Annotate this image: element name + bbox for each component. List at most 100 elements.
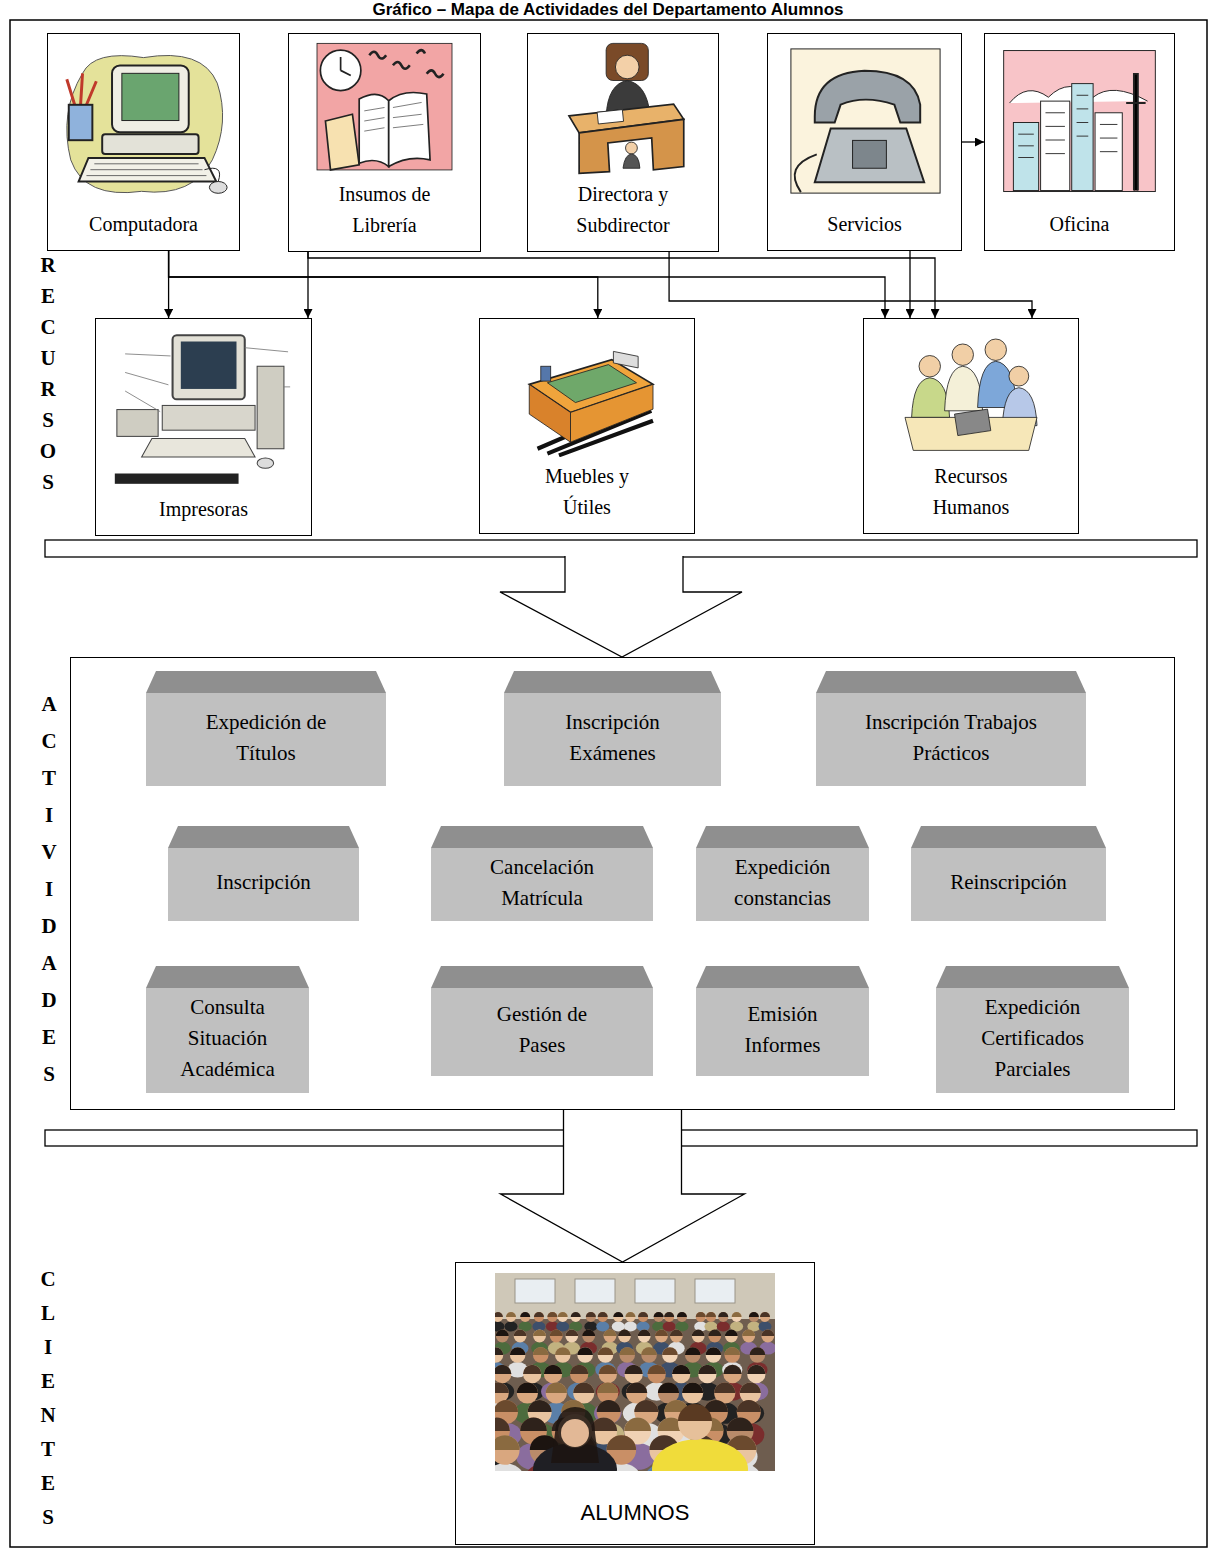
- students-photo-part: [495, 1347, 503, 1355]
- students-photo-part: [598, 1347, 614, 1363]
- activity-box: Inscripción: [168, 826, 359, 921]
- city-icon-part: [1004, 51, 1156, 192]
- students-photo-part: [658, 1382, 679, 1393]
- flow-arrow: [500, 556, 742, 657]
- dir-icon-part: [597, 110, 623, 124]
- lib-icon-part: [369, 50, 443, 77]
- students-photo-part: [504, 1322, 517, 1332]
- text-holder: ALUMNOS: [456, 1263, 814, 1544]
- pc-icon-part: [181, 342, 237, 389]
- students-photo-part: [677, 1312, 687, 1317]
- students-photo-part: [717, 1322, 730, 1332]
- students-photo-part: [654, 1312, 664, 1317]
- students-photo-part: [625, 1312, 635, 1322]
- students-photo-part: [672, 1365, 690, 1383]
- city-icon-part: [1013, 123, 1038, 191]
- activity-shape-part: [146, 966, 309, 988]
- activity-box: Emisión Informes: [696, 966, 869, 1076]
- students-photo-part: [495, 1435, 520, 1450]
- students-photo-part: [531, 1342, 548, 1355]
- students-photo-part: [750, 1347, 766, 1355]
- students-photo-part: [551, 1407, 599, 1463]
- students-photo-part: [586, 1312, 596, 1322]
- text-holder: Consulta Situación Académica: [146, 966, 309, 1093]
- activity-shape-part: [911, 848, 1106, 921]
- text-holder: Inscripción: [168, 826, 359, 921]
- students-photo-part: [626, 1382, 647, 1393]
- pc-icon-part: [117, 410, 158, 437]
- lib-icon-part: [317, 43, 452, 170]
- connector-arrow: [962, 141, 984, 142]
- students-photo-part: [613, 1312, 623, 1322]
- connector-arrow: [909, 251, 910, 318]
- students-photo-part: [547, 1312, 557, 1317]
- students-photo-part: [706, 1342, 723, 1355]
- comp-icon-part: [86, 164, 206, 176]
- activity-box: Expedición Certificados Parciales: [936, 966, 1129, 1093]
- connector-arrow: [669, 252, 1032, 318]
- activity-shape-part: [816, 693, 1086, 786]
- activities-frame: Expedición de TítulosInscripción Exámene…: [70, 657, 1175, 1110]
- page-frame: [10, 20, 1207, 1547]
- resource-name: Impresoras: [159, 494, 248, 525]
- pc-icon-part: [125, 348, 290, 412]
- students-photo-part: [682, 1382, 703, 1393]
- phone-icon-part: [853, 140, 887, 168]
- students-photo-part: [561, 1419, 589, 1447]
- activity-name: Gestión de Pases: [487, 999, 597, 1061]
- activity-shape-part: [816, 671, 1086, 693]
- students-photo-part: [685, 1347, 701, 1363]
- students-photo-part: [641, 1347, 657, 1355]
- students-photo-part: [727, 1418, 754, 1431]
- students-photo-part: [655, 1330, 668, 1336]
- activity-name: Expedición constancias: [723, 852, 843, 914]
- students-photo-part: [496, 1330, 509, 1343]
- activity-box: Cancelación Matrícula: [431, 826, 653, 921]
- students-photo-part: [706, 1347, 722, 1363]
- students-photo-part: [663, 1322, 676, 1332]
- students-photo-part: [698, 1365, 716, 1374]
- students-photo-part: [533, 1347, 549, 1355]
- text-holder: Recursos Humanos: [864, 319, 1078, 533]
- comp-icon-part: [67, 73, 97, 104]
- students-photo-part: [747, 1365, 765, 1374]
- phone-icon-part: [795, 154, 817, 192]
- city-icon-part: [1126, 74, 1145, 191]
- students-photo-part: [696, 1312, 706, 1317]
- students-photo-part: [517, 1382, 538, 1403]
- students-photo-part: [570, 1365, 588, 1374]
- students-photo-part: [708, 1330, 721, 1336]
- lib-icon-part: [320, 50, 361, 91]
- students-photo-part: [624, 1418, 651, 1431]
- students-photo-part: [732, 1312, 742, 1317]
- lib-icon-part: [341, 57, 351, 76]
- comp-icon-part: [122, 73, 179, 120]
- resource-box: Servicios: [767, 33, 962, 251]
- connector-arrow: [169, 251, 885, 318]
- dir-icon-part: [615, 55, 639, 79]
- students-photo-part: [534, 1312, 544, 1317]
- students-photo-part: [546, 1382, 567, 1403]
- students-photo-part: [558, 1312, 568, 1317]
- students-photo-part: [655, 1330, 668, 1343]
- students-photo-part: [706, 1312, 716, 1317]
- activity-box: Reinscripción: [911, 826, 1106, 921]
- activity-shape-part: [696, 848, 869, 921]
- resource-box: Computadora: [47, 33, 240, 251]
- students-photo-part: [654, 1312, 664, 1322]
- students-photo-part: [685, 1347, 701, 1355]
- students-photo-part: [573, 1382, 594, 1393]
- students-photo-part: [546, 1382, 567, 1393]
- activity-shape-part: [146, 671, 386, 693]
- resource-box: Recursos Humanos: [863, 318, 1079, 534]
- students-photo-part: [604, 1330, 617, 1336]
- activity-shape-part: [696, 966, 869, 988]
- students-photo-part: [544, 1365, 562, 1383]
- students-photo-part: [638, 1312, 648, 1317]
- text-holder: Impresoras: [96, 319, 311, 535]
- students-photo-part: [742, 1330, 755, 1336]
- students-photo-part: [571, 1312, 581, 1322]
- students-photo-part: [760, 1312, 770, 1322]
- resource-name: Computadora: [89, 209, 198, 240]
